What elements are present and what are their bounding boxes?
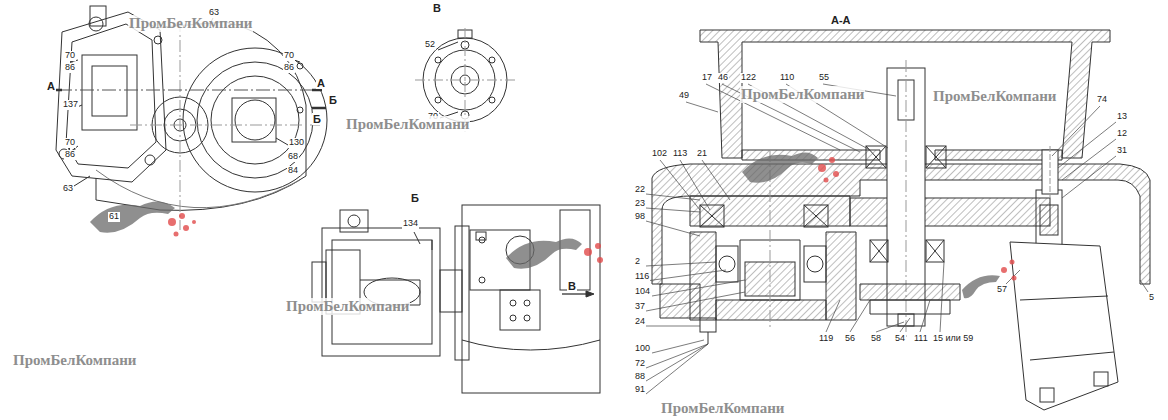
callout-number: 130 — [288, 138, 305, 148]
callout-number: 63 — [62, 184, 74, 194]
callout-number: 102 — [651, 149, 668, 159]
callout-number: 21 — [696, 149, 708, 159]
callout-number: 70 — [283, 51, 295, 61]
callout-number: 17 — [701, 73, 713, 83]
watermark-text: ПромБелКомпани — [932, 88, 1057, 105]
callout-number: 58 — [870, 334, 882, 344]
callout-number: 12 — [1116, 129, 1128, 139]
callout-number: 74 — [1096, 95, 1108, 105]
view-letter: А — [316, 77, 326, 89]
callout-number: 54 — [894, 334, 906, 344]
callout-number: 88 — [634, 372, 646, 382]
watermark-text: ПромБелКомпани — [660, 400, 785, 417]
callout-number: 15 или 59 — [932, 334, 974, 344]
callout-number: 24 — [634, 317, 646, 327]
watermark-text: ПромБелКомпани — [285, 298, 410, 315]
callout-number: 111 — [913, 334, 929, 344]
callout-number: 68 — [287, 152, 299, 162]
view-letter: Б — [328, 94, 338, 106]
callout-number: 84 — [287, 166, 299, 176]
view-letter: В — [567, 280, 577, 292]
callout-number: 86 — [64, 63, 76, 73]
callout-number: 55 — [818, 73, 830, 83]
callout-number: 37 — [634, 302, 646, 312]
logo-watermark — [90, 152, 1017, 298]
callout-number: 119 — [818, 334, 834, 344]
callout-number: 116 — [634, 272, 650, 282]
view-letter: А-А — [830, 14, 852, 26]
callout-number: 61 — [108, 212, 120, 222]
callout-number: 70 — [64, 51, 76, 61]
callout-number: 13 — [1116, 112, 1128, 122]
view-letter: Б — [410, 192, 420, 204]
callout-number: 86 — [64, 150, 76, 160]
callout-number: 113 — [672, 149, 688, 159]
callout-number: 5 — [1148, 293, 1155, 303]
callout-number: 70 — [64, 138, 76, 148]
callout-number: 2 — [634, 257, 641, 267]
callout-number: 137 — [62, 100, 79, 110]
callout-number: 134 — [402, 219, 419, 229]
callout-number: 31 — [1116, 146, 1128, 156]
callout-number: 91 — [634, 385, 646, 395]
view-letter: В — [432, 2, 442, 14]
view-letter: А — [46, 80, 56, 92]
watermark-text: ПромБелКомпани — [128, 15, 253, 32]
watermark-text: ПромБелКомпани — [740, 86, 865, 103]
callout-number: 56 — [844, 334, 856, 344]
callout-number: 49 — [678, 91, 690, 101]
callout-number: 52 — [424, 40, 436, 50]
watermark-text: ПромБелКомпани — [345, 116, 470, 133]
callout-number: 57 — [996, 285, 1008, 295]
callout-number: 104 — [634, 287, 651, 297]
callout-number: 122 — [740, 73, 757, 83]
callout-number: 110 — [779, 73, 795, 83]
callout-number: 72 — [634, 359, 646, 369]
callout-number: 86 — [283, 63, 295, 73]
view-letter: Б — [312, 113, 322, 125]
callout-number: 46 — [717, 73, 729, 83]
callout-number: 100 — [634, 344, 651, 354]
callout-number: 98 — [634, 212, 646, 222]
watermark-text: ПромБелКомпани — [12, 352, 137, 369]
callout-number: 23 — [634, 199, 646, 209]
callout-number: 22 — [634, 185, 646, 195]
